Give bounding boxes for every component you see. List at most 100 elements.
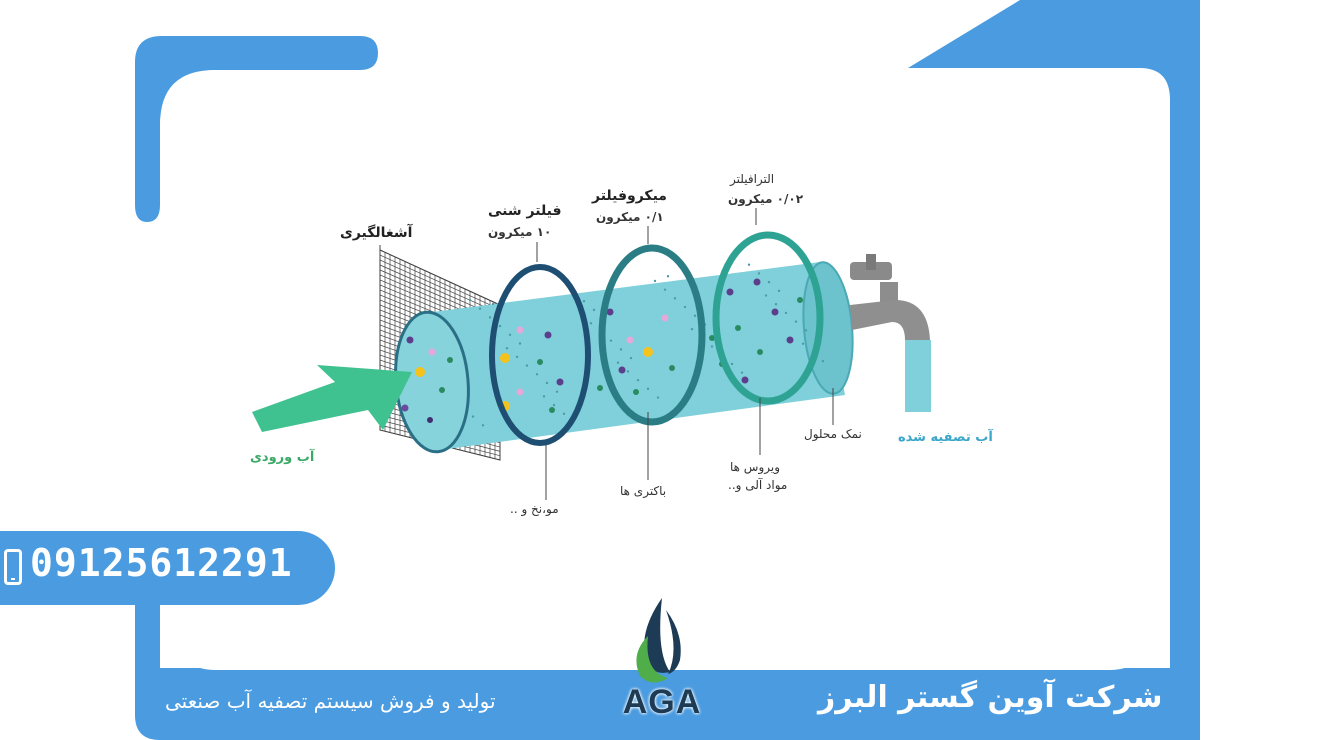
water-speck: [542, 395, 546, 398]
particle: [757, 349, 763, 355]
label-hair: مو،نخ و ..: [510, 502, 559, 516]
particle: [415, 367, 425, 377]
particle: [447, 357, 453, 363]
particle: [726, 288, 734, 296]
frame-top-left-bracket: [135, 36, 378, 222]
water-speck: [589, 322, 593, 325]
water-speck: [646, 387, 650, 391]
particle: [626, 336, 634, 344]
company-name: شرکت آوین گستر البرز: [818, 680, 1163, 715]
particle: [741, 376, 749, 384]
particle: [606, 308, 614, 316]
water-speck: [663, 288, 667, 291]
particle: [618, 366, 626, 374]
particle: [500, 353, 510, 363]
water-speck: [666, 275, 670, 278]
water-speck: [488, 316, 492, 319]
water-speck: [653, 279, 657, 283]
water-speck: [626, 370, 630, 373]
water-speck: [535, 373, 539, 376]
ultrafilter-ring: [712, 231, 824, 405]
water-speck: [481, 424, 485, 427]
water-speck: [468, 298, 472, 302]
particle: [549, 407, 555, 413]
water-speck: [804, 329, 808, 332]
phone-number[interactable]: 09125612291: [30, 541, 293, 585]
water-speck: [673, 297, 677, 300]
particle: [516, 388, 524, 396]
label-organic-matter: مواد آلی و..: [728, 478, 788, 492]
water-speck: [582, 299, 586, 303]
water-speck: [690, 327, 694, 331]
water-speck: [636, 378, 640, 382]
label-ultrafilter-size: ۰/۰۲ میکرون: [728, 192, 804, 206]
water-speck: [777, 289, 781, 293]
particle: [709, 335, 715, 341]
label-dissolved-salt: نمک محلول: [804, 427, 862, 441]
label-microfilter-title: میکروفیلتر: [592, 188, 667, 204]
sand-filter-ring: [489, 264, 591, 446]
particle: [633, 389, 639, 395]
leader-lines: [379, 208, 834, 500]
water-speck: [757, 272, 761, 275]
water-speck: [508, 333, 512, 336]
water-speck: [555, 390, 559, 393]
water-speck: [478, 307, 482, 310]
particle: [786, 336, 794, 344]
footer-band: [160, 668, 1170, 740]
particle: [537, 359, 543, 365]
filter-rings: [489, 231, 824, 446]
label-inlet-water: آب ورودی: [250, 450, 315, 465]
faucet-icon: [850, 254, 931, 412]
particle: [439, 387, 445, 393]
particle: [643, 347, 653, 357]
particle: [401, 404, 409, 412]
particle: [797, 297, 803, 303]
water-speck: [821, 359, 825, 363]
water-speck: [740, 371, 744, 374]
label-bacteria: باکتری ها: [620, 484, 667, 498]
water-speck: [683, 305, 687, 309]
label-ultrafilter-title: الترافیلتر: [730, 172, 775, 186]
water-speck: [545, 381, 549, 385]
water-drop-leaf-icon: [636, 598, 681, 683]
particle: [597, 385, 603, 391]
label-viruses: ویروس ها: [730, 460, 780, 474]
particle: [428, 348, 436, 356]
mobile-phone-icon: [4, 549, 22, 585]
water-speck: [794, 320, 798, 323]
water-speck: [693, 314, 697, 317]
water-speck: [518, 342, 522, 345]
water-speck: [730, 362, 734, 366]
water-speck: [774, 303, 778, 306]
label-screen: آشغالگیری: [340, 225, 413, 241]
water-speck: [656, 396, 660, 399]
label-purified-water: آب تصفیه شده: [898, 430, 993, 445]
water-speck: [592, 308, 596, 312]
particle: [735, 325, 741, 331]
water-speck: [525, 364, 529, 367]
water-speck: [498, 324, 502, 328]
water-speck: [764, 294, 768, 297]
particle: [544, 331, 552, 339]
label-sand-filter-size: ۱۰ میکرون: [488, 225, 552, 239]
water-speck: [629, 356, 633, 360]
water-speck: [515, 355, 519, 359]
water-speck: [710, 345, 714, 348]
label-microfilter-size: ۰/۱ میکرون: [596, 210, 664, 224]
water-speck: [801, 342, 805, 345]
water-speck: [784, 311, 788, 315]
particle: [406, 336, 414, 344]
phone-banner[interactable]: [0, 531, 335, 605]
microfilter-ring: [598, 244, 706, 426]
water-speck: [471, 415, 475, 418]
particle: [516, 326, 524, 334]
water-pipe: [394, 261, 854, 454]
logo-text: AGA: [622, 683, 702, 721]
water-speck: [747, 263, 751, 266]
particle: [771, 308, 779, 316]
water-speck: [616, 361, 620, 364]
particle: [753, 278, 761, 286]
water-speck: [767, 280, 771, 284]
